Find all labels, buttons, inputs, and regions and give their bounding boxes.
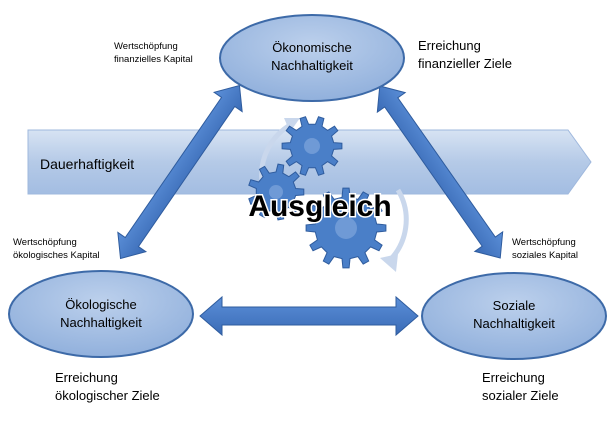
social-value-creation-line2: soziales Kapital xyxy=(512,250,578,261)
gear-hub xyxy=(269,185,283,199)
gear-top-icon xyxy=(281,116,343,176)
economic-value-creation-line2: finanzielles Kapital xyxy=(114,54,193,65)
economic-sustainability-ellipse[interactable] xyxy=(219,14,405,102)
economic-value-creation-line1: Wertschöpfung xyxy=(114,41,178,52)
economic-goal-line1: Erreichung xyxy=(418,38,481,53)
gears-group xyxy=(248,116,409,272)
cycle-arrowhead-top xyxy=(284,118,300,132)
durability-label: Dauerhaftigkeit xyxy=(40,156,134,172)
social-goal-line1: Erreichung xyxy=(482,370,545,385)
economic-line2: Nachhaltigkeit xyxy=(271,58,353,73)
economic-goal-line2: finanzieller Ziele xyxy=(418,56,512,71)
arrow-economic-social xyxy=(376,85,504,259)
social-goal-line2: sozialer Ziele xyxy=(482,388,559,403)
ecological-line2: Nachhaltigkeit xyxy=(60,315,142,330)
gear-hub xyxy=(335,217,357,239)
balance-label: Ausgleich xyxy=(248,190,391,223)
ecological-value-creation-line2: ökologisches Kapital xyxy=(13,250,100,261)
ecological-sustainability-ellipse[interactable] xyxy=(8,270,194,358)
ecological-goal-line1: Erreichung xyxy=(55,370,118,385)
ecological-line1: Ökologische xyxy=(65,297,137,312)
economic-line1: Ökonomische xyxy=(272,40,351,55)
social-value-creation-line1: Wertschöpfung xyxy=(512,237,576,248)
gear-bottom-right-icon xyxy=(305,187,387,269)
arrow-ecological-social xyxy=(199,295,419,337)
gear-left-icon xyxy=(248,163,305,221)
ecological-goal-line2: ökologischer Ziele xyxy=(55,388,160,403)
social-sustainability-ellipse[interactable] xyxy=(421,272,607,360)
gear-hub xyxy=(304,138,320,154)
ecological-value-creation-line1: Wertschöpfung xyxy=(13,237,77,248)
social-line1: Soziale xyxy=(493,298,536,313)
cycle-arrowhead-bottom xyxy=(380,254,398,272)
social-line2: Nachhaltigkeit xyxy=(473,316,555,331)
